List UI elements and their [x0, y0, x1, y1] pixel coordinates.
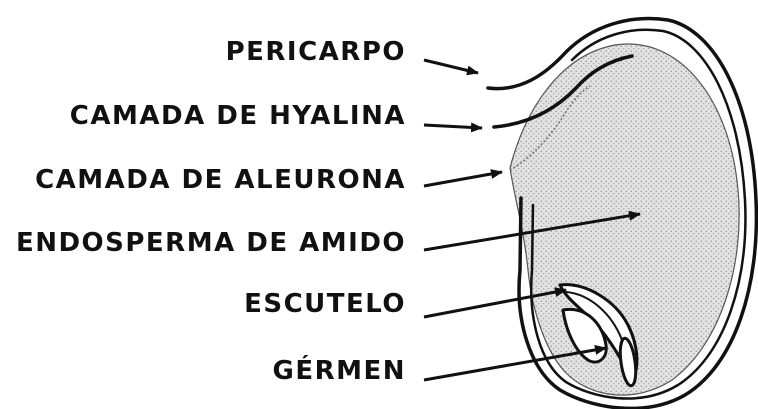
arrow-pericarpo: [424, 60, 478, 73]
arrow-camada-de-hyalina: [424, 125, 482, 128]
arrow-camada-de-aleurona: [424, 172, 502, 186]
